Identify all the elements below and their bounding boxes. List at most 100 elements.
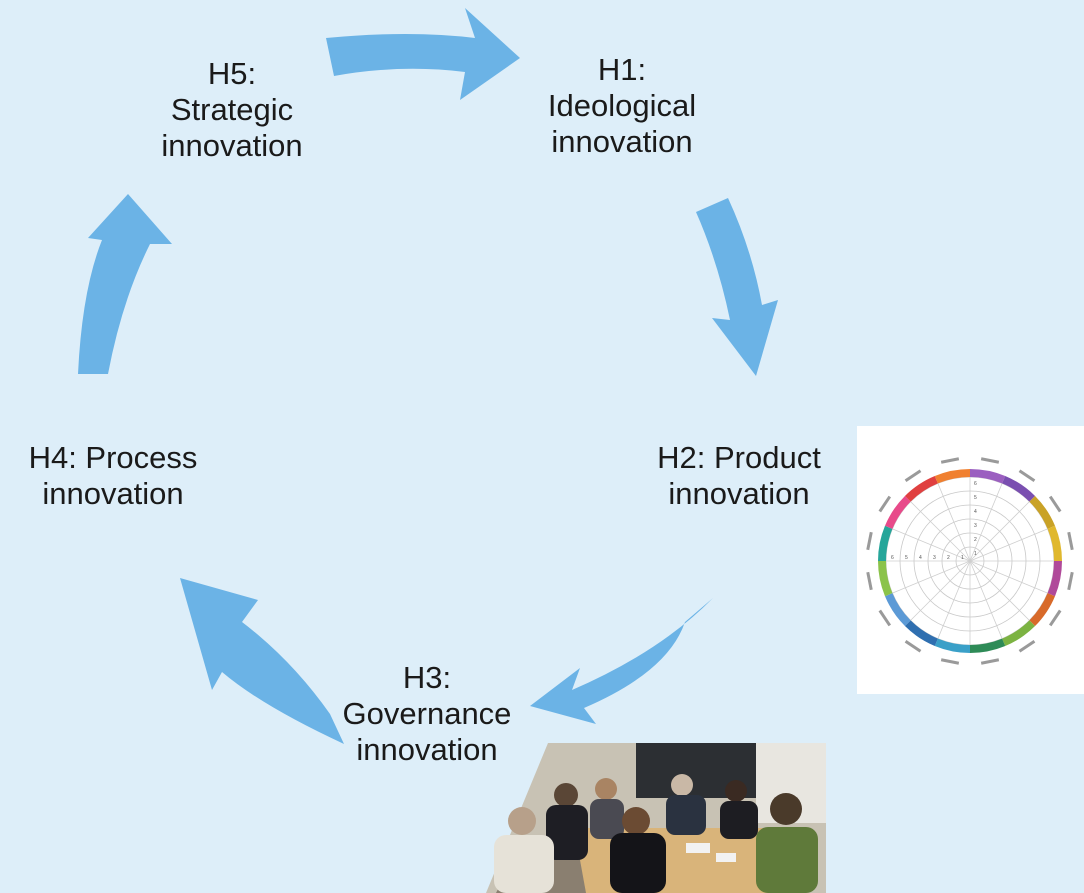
wheel-category-text bbox=[866, 457, 1074, 665]
photo-person-6-head bbox=[508, 807, 536, 835]
wheel-scale-label: 1 bbox=[961, 555, 964, 561]
place-standard-wheel-image: 6 6 5 5 4 4 3 3 2 2 1 1 bbox=[857, 426, 1084, 694]
wheel-category-text-mark bbox=[878, 495, 892, 513]
wheel-rim-segment bbox=[1029, 495, 1055, 529]
wheel-rim-segment bbox=[970, 638, 1006, 653]
wheel-category-text-mark bbox=[1067, 571, 1074, 591]
wheel-rim-segment bbox=[1002, 620, 1036, 646]
wheel-rim-segment bbox=[1047, 525, 1062, 561]
wheel-rim-segment bbox=[885, 593, 911, 627]
wheel-category-text-mark bbox=[980, 658, 1000, 665]
photo-person-3-body bbox=[666, 795, 706, 835]
wheel-scale-labels: 6 6 5 5 4 4 3 3 2 2 1 1 bbox=[891, 481, 977, 561]
wheel-colored-rim bbox=[878, 469, 1062, 653]
h3-line2: Governance bbox=[342, 696, 512, 731]
h1-line2: Ideological bbox=[547, 88, 697, 123]
h5-line2: Strategic bbox=[170, 92, 294, 127]
arrow-h4-to-h5 bbox=[78, 194, 172, 374]
wheel-spoke bbox=[969, 560, 1030, 621]
wheel-rim-segment bbox=[885, 495, 911, 529]
h4-line2: innovation bbox=[42, 476, 184, 511]
wheel-scale-label: 5 bbox=[905, 555, 908, 561]
wheel-scale-label: 2 bbox=[947, 555, 950, 561]
wheel-spoke bbox=[969, 501, 1030, 562]
wheel-spoke bbox=[969, 528, 1048, 562]
photo-person-2-body bbox=[590, 799, 624, 839]
photo-person-7-head bbox=[770, 793, 802, 825]
wheel-spokes bbox=[886, 477, 1054, 645]
h5-line3: innovation bbox=[161, 128, 303, 163]
label-h1-ideological: H1: Ideological innovation bbox=[512, 52, 732, 160]
wheel-scale-label: 1 bbox=[974, 551, 977, 557]
wheel-category-text-mark bbox=[904, 469, 922, 483]
photo-paper-2 bbox=[716, 853, 736, 862]
photo-person-6-body bbox=[494, 835, 554, 893]
wheel-category-text-mark bbox=[1018, 639, 1036, 653]
workshop-photo bbox=[486, 743, 826, 893]
arrow-h5-to-h1 bbox=[326, 8, 520, 100]
h3-line3: innovation bbox=[356, 732, 498, 767]
wheel-spoke bbox=[937, 483, 971, 562]
wheel-scale-label: 2 bbox=[974, 537, 977, 543]
wheel-spoke bbox=[969, 483, 1003, 562]
photo-person-1-head bbox=[554, 783, 578, 807]
wheel-rim-segment bbox=[904, 620, 938, 646]
h3-title: H3: bbox=[402, 660, 452, 695]
wheel-rim-segment bbox=[1029, 593, 1055, 627]
wheel-rim-segment bbox=[934, 638, 970, 653]
label-h5-strategic: H5: Strategic innovation bbox=[132, 56, 332, 164]
wheel-spoke bbox=[937, 560, 971, 639]
wheel-category-text-mark bbox=[1018, 469, 1036, 483]
wheel-category-text-mark bbox=[940, 658, 960, 665]
label-h3-governance: H3: Governance innovation bbox=[320, 660, 534, 768]
wheel-scale-label: 4 bbox=[919, 555, 922, 561]
wheel-spoke bbox=[969, 560, 1003, 639]
wheel-rim-segment bbox=[904, 476, 938, 502]
wheel-rim-segment bbox=[934, 469, 970, 484]
label-h4-process: H4: Process innovation bbox=[10, 440, 216, 512]
radial-wheel-chart: 6 6 5 5 4 4 3 3 2 2 1 1 bbox=[866, 457, 1074, 665]
photo-person-7-body bbox=[756, 827, 818, 893]
h1-line3: innovation bbox=[551, 124, 693, 159]
photo-person-3-head bbox=[671, 774, 693, 796]
photo-person-4-body bbox=[720, 801, 758, 839]
photo-person-2-head bbox=[595, 778, 617, 800]
wheel-spoke bbox=[910, 560, 971, 621]
wheel-category-text-mark bbox=[878, 609, 892, 627]
photo-person-4-head bbox=[725, 780, 747, 802]
arrow-h2-to-h3 bbox=[530, 598, 713, 724]
photo-paper-1 bbox=[686, 843, 710, 853]
wheel-spoke bbox=[910, 501, 971, 562]
wheel-category-text-mark bbox=[980, 457, 1000, 464]
wheel-scale-label: 6 bbox=[891, 555, 894, 561]
wheel-rim-segment bbox=[878, 525, 893, 561]
wheel-rim-segment bbox=[878, 561, 893, 597]
wheel-category-text-mark bbox=[1048, 609, 1062, 627]
h4-line1: H4: Process bbox=[28, 440, 198, 475]
wheel-category-text-mark bbox=[866, 531, 873, 551]
wheel-scale-label: 6 bbox=[974, 481, 977, 487]
wheel-spoke bbox=[969, 560, 1048, 594]
h2-line2: innovation bbox=[668, 476, 810, 511]
wheel-rim-segment bbox=[1047, 561, 1062, 597]
label-h2-product: H2: Product innovation bbox=[636, 440, 842, 512]
wheel-category-text-mark bbox=[940, 457, 960, 464]
wheel-category-text-mark bbox=[866, 571, 873, 591]
h1-title: H1: bbox=[597, 52, 647, 87]
h2-line1: H2: Product bbox=[657, 440, 821, 475]
photo-person-5-head bbox=[622, 807, 650, 835]
wheel-scale-label: 3 bbox=[933, 555, 936, 561]
arrow-h1-to-h2 bbox=[696, 198, 778, 376]
wheel-rim-segment bbox=[1002, 476, 1036, 502]
wheel-spoke bbox=[892, 560, 971, 594]
wheel-category-text-mark bbox=[904, 639, 922, 653]
h5-title: H5: bbox=[207, 56, 257, 91]
wheel-scale-label: 5 bbox=[974, 495, 977, 501]
wheel-scale-label: 4 bbox=[974, 509, 977, 515]
wheel-category-text-mark bbox=[1067, 531, 1074, 551]
wheel-category-text-mark bbox=[1048, 495, 1062, 513]
wheel-scale-label: 3 bbox=[974, 523, 977, 529]
photo-person-1-body bbox=[546, 805, 588, 860]
